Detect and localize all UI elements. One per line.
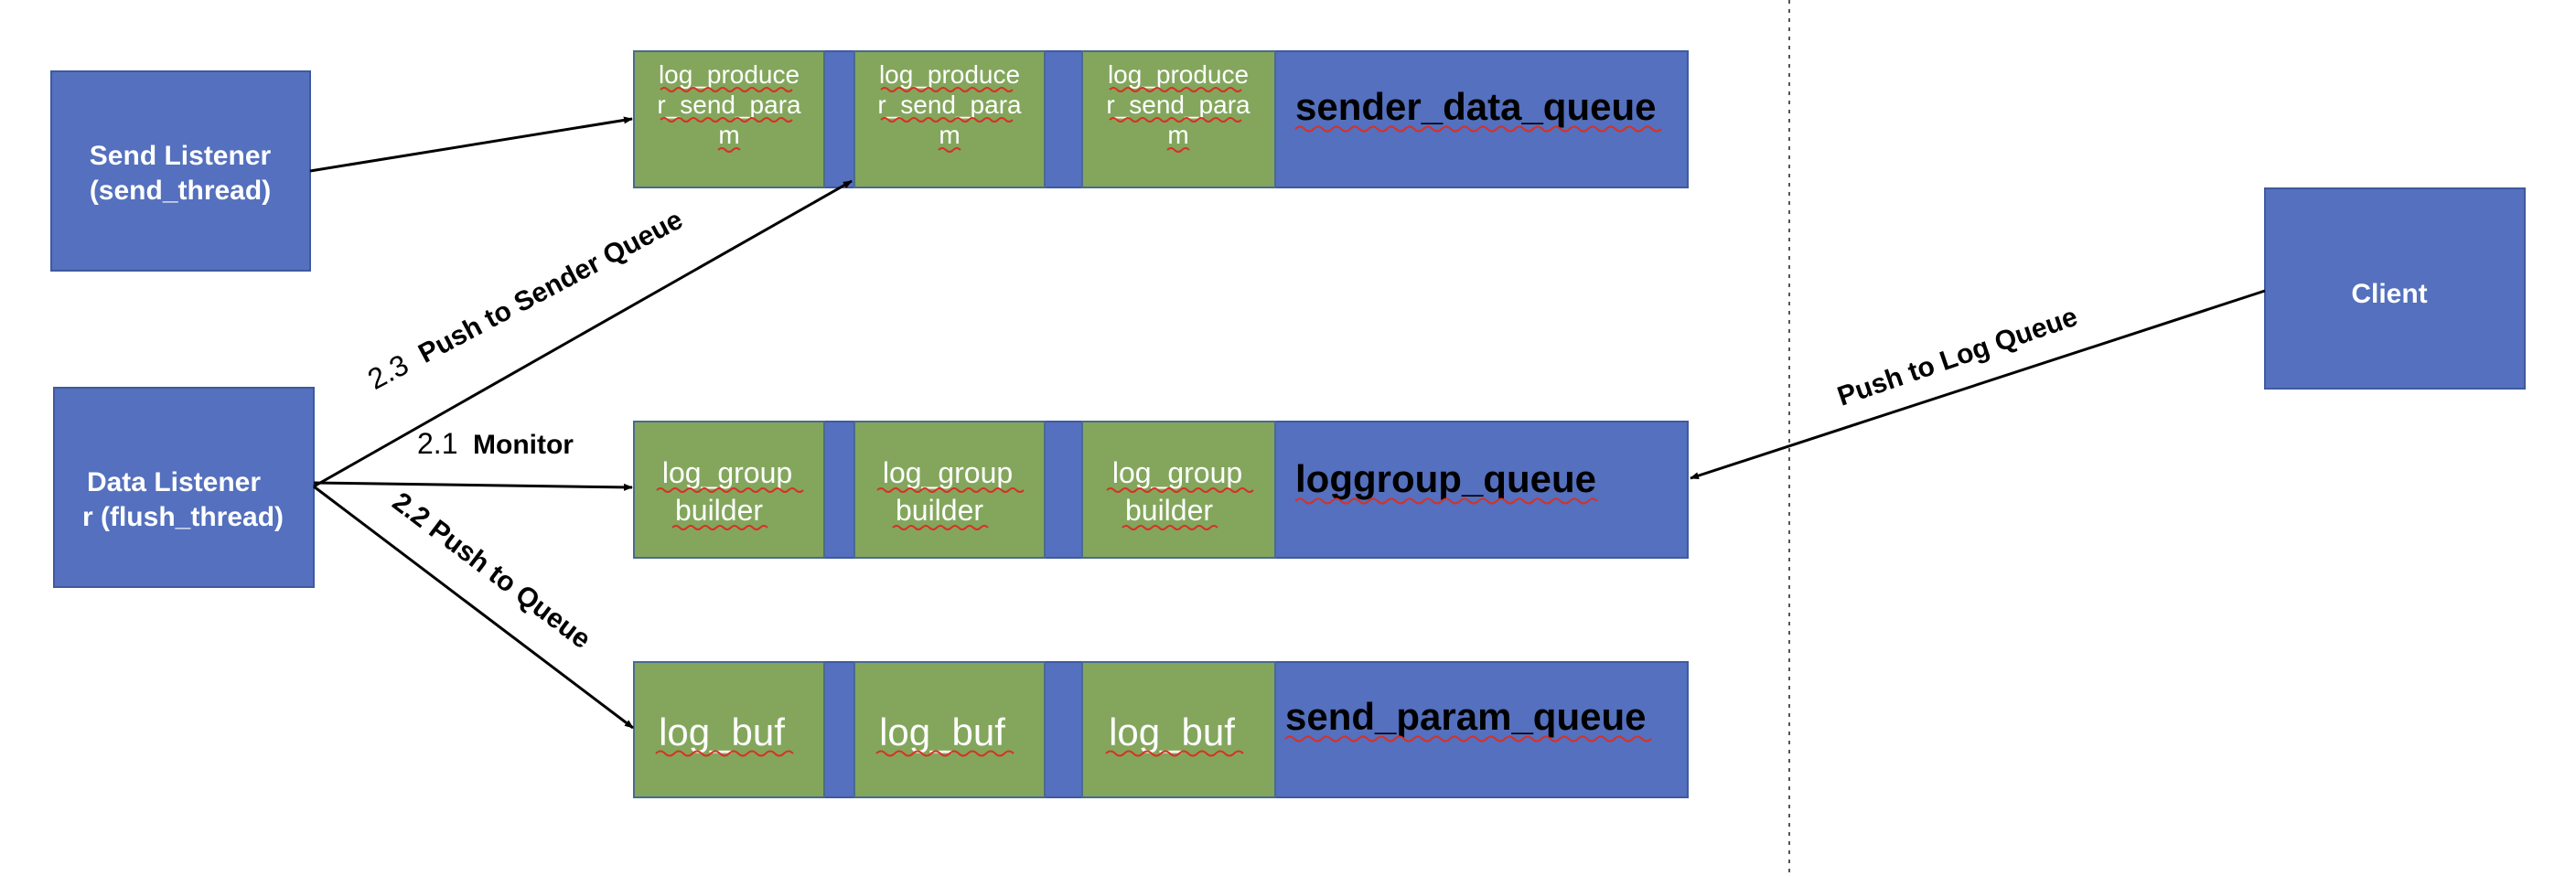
cell-text-line: log_group [662,456,792,489]
cell-text-line: log_buf [1109,710,1235,753]
sender-data-queue: log_produce r_send_para m log_produce r_… [633,50,1689,188]
queue-cell: log_group builder [853,421,1046,559]
client-label: Client [2351,279,2427,309]
cell-text-line: log_buf [659,710,785,753]
edge-label-monitor: Monitor [473,430,574,460]
queue-cell: log_buf [853,661,1046,798]
queue-label: loggroup_queue [1295,457,1596,500]
queue-cell: log_produce r_send_para m [1081,50,1276,188]
cell-text-line: m [1167,121,1188,149]
cell-text-line: log_group [1112,456,1242,489]
edge-label-number: 2.1 [417,427,457,460]
queue-cell: log_produce r_send_para m [633,50,825,188]
edge-label-number: 2.3 [362,347,413,396]
cell-text-line: m [939,121,960,149]
arrow-send-listener-to-sender-queue [309,116,633,173]
arrow-push-to-sender-queue [313,179,853,488]
loggroup-queue: log_group builder log_group builder log_… [633,421,1689,559]
cell-text-line: r_send_para [877,91,1022,119]
queue-cell: log_buf [633,661,825,798]
send-listener-label-line1: Send Listener [90,141,272,171]
send-param-queue: log_buf log_buf log_buf send_param_queue [633,661,1689,798]
data-listener-label-line2: r (flush_thread) [82,502,284,532]
queue-cell: log_group builder [1081,421,1276,559]
cell-text-line: r_send_para [657,91,801,119]
queue-cell: log_buf [1081,661,1276,798]
cell-text-line: log_produce [879,60,1020,89]
send-listener-label-line2: (send_thread) [90,176,271,206]
queue-label: send_param_queue [1285,695,1647,738]
cell-text-line: builder [1125,494,1213,527]
cell-text-line: m [718,121,739,149]
data-listener-label-line1: Data Listener [87,467,261,497]
arrow-push-to-log-queue [1690,289,2266,480]
cell-text-line: log_produce [659,60,800,89]
data-listener-node: Data Listener r (flush_thread) [53,387,315,588]
edge-label-push-to-queue: 2.2 Push to Queue [387,486,596,655]
queue-label: sender_data_queue [1295,85,1657,128]
queue-cell: log_group builder [633,421,825,559]
edge-label-push-to-log-queue: Push to Log Queue [1834,302,2082,412]
arrow-monitor [313,481,633,491]
cell-text-line: r_send_para [1106,91,1250,119]
client-node: Client [2264,187,2526,390]
cell-text-line: log_buf [879,710,1005,753]
queue-cell: log_produce r_send_para m [853,50,1046,188]
cell-text-line: builder [896,494,983,527]
edge-label-push-to-sender-queue: Push to Sender Queue [413,205,688,369]
cell-text-line: log_produce [1108,60,1249,89]
arrow-push-to-queue [313,485,634,730]
cell-text-line: log_group [883,456,1013,489]
cell-text-line: builder [675,494,763,527]
send-listener-node: Send Listener (send_thread) [50,70,311,272]
